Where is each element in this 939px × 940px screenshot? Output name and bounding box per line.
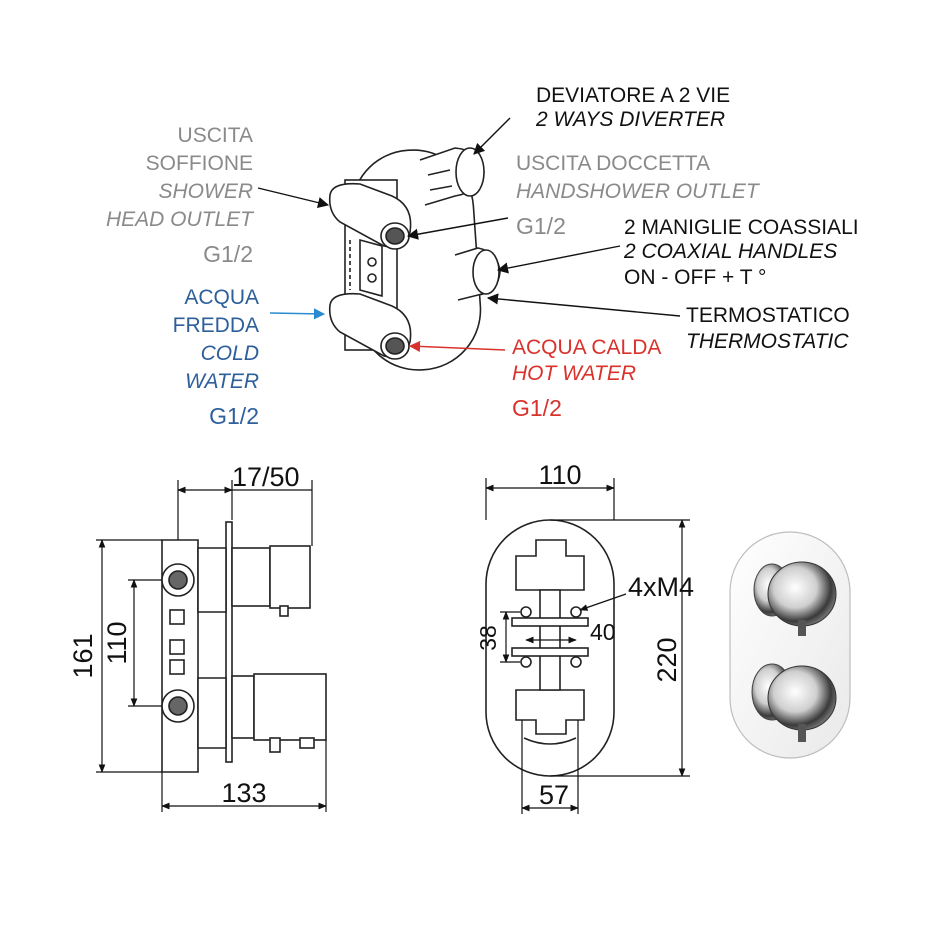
dim-body-depth: 133 xyxy=(221,778,266,808)
label-deviatore-it: DEVIATORE A 2 VIE xyxy=(536,84,731,107)
label-maniglie-it: 2 MANIGLIE COASSIALI xyxy=(624,216,859,239)
label-soffione-en2: HEAD OUTLET xyxy=(105,208,253,231)
label-fredda-size: G1/2 xyxy=(209,403,259,429)
dim-inlet-spacing: 110 xyxy=(102,621,132,664)
label-fredda-en2: WATER xyxy=(185,370,259,393)
dim-height-total: 161 xyxy=(68,633,98,678)
label-termostatico-it: TERMOSTATICO xyxy=(686,304,850,327)
label-soffione-en1: SHOWER xyxy=(158,180,254,203)
side-view-drawing xyxy=(161,521,327,773)
label-fredda-en1: COLD xyxy=(200,342,259,365)
label-leaders xyxy=(257,117,681,353)
isometric-valve-drawing xyxy=(328,147,501,371)
label-calda-size: G1/2 xyxy=(512,395,562,421)
label-soffione-size: G1/2 xyxy=(203,241,253,267)
label-doccetta-size: G1/2 xyxy=(516,213,566,239)
label-maniglie-sub: ON - OFF + T ° xyxy=(624,266,767,289)
front-view-drawing xyxy=(485,519,615,777)
label-calda-it: ACQUA CALDA xyxy=(512,336,662,359)
dim-screws: 4xM4 xyxy=(628,572,694,602)
front-view-dimensions xyxy=(485,478,690,814)
label-doccetta-it: USCITA DOCCETTA xyxy=(516,152,711,175)
dim-plate-width: 110 xyxy=(538,460,581,490)
label-calda-en: HOT WATER xyxy=(512,362,637,385)
dim-depth: 17/50 xyxy=(232,462,300,492)
label-maniglie-en: 2 COAXIAL HANDLES xyxy=(624,240,838,263)
label-deviatore-en: 2 WAYS DIVERTER xyxy=(536,108,726,131)
dim-plate-height: 220 xyxy=(652,637,682,682)
label-soffione-it1: USCITA xyxy=(177,124,253,147)
dim-bottom-width: 57 xyxy=(539,780,569,810)
label-soffione-it2: SOFFIONE xyxy=(145,152,253,175)
label-fredda-it1: ACQUA xyxy=(184,286,259,309)
label-termostatico-en: THERMOSTATIC xyxy=(686,330,849,353)
label-fredda-it2: FREDDA xyxy=(172,314,259,337)
dim-screw-spacing-h: 40 xyxy=(590,619,616,645)
dim-screw-spacing-v: 38 xyxy=(475,625,501,651)
label-doccetta-en: HANDSHOWER OUTLET xyxy=(516,180,759,203)
product-render xyxy=(729,531,851,759)
side-view-dimensions xyxy=(96,480,327,812)
